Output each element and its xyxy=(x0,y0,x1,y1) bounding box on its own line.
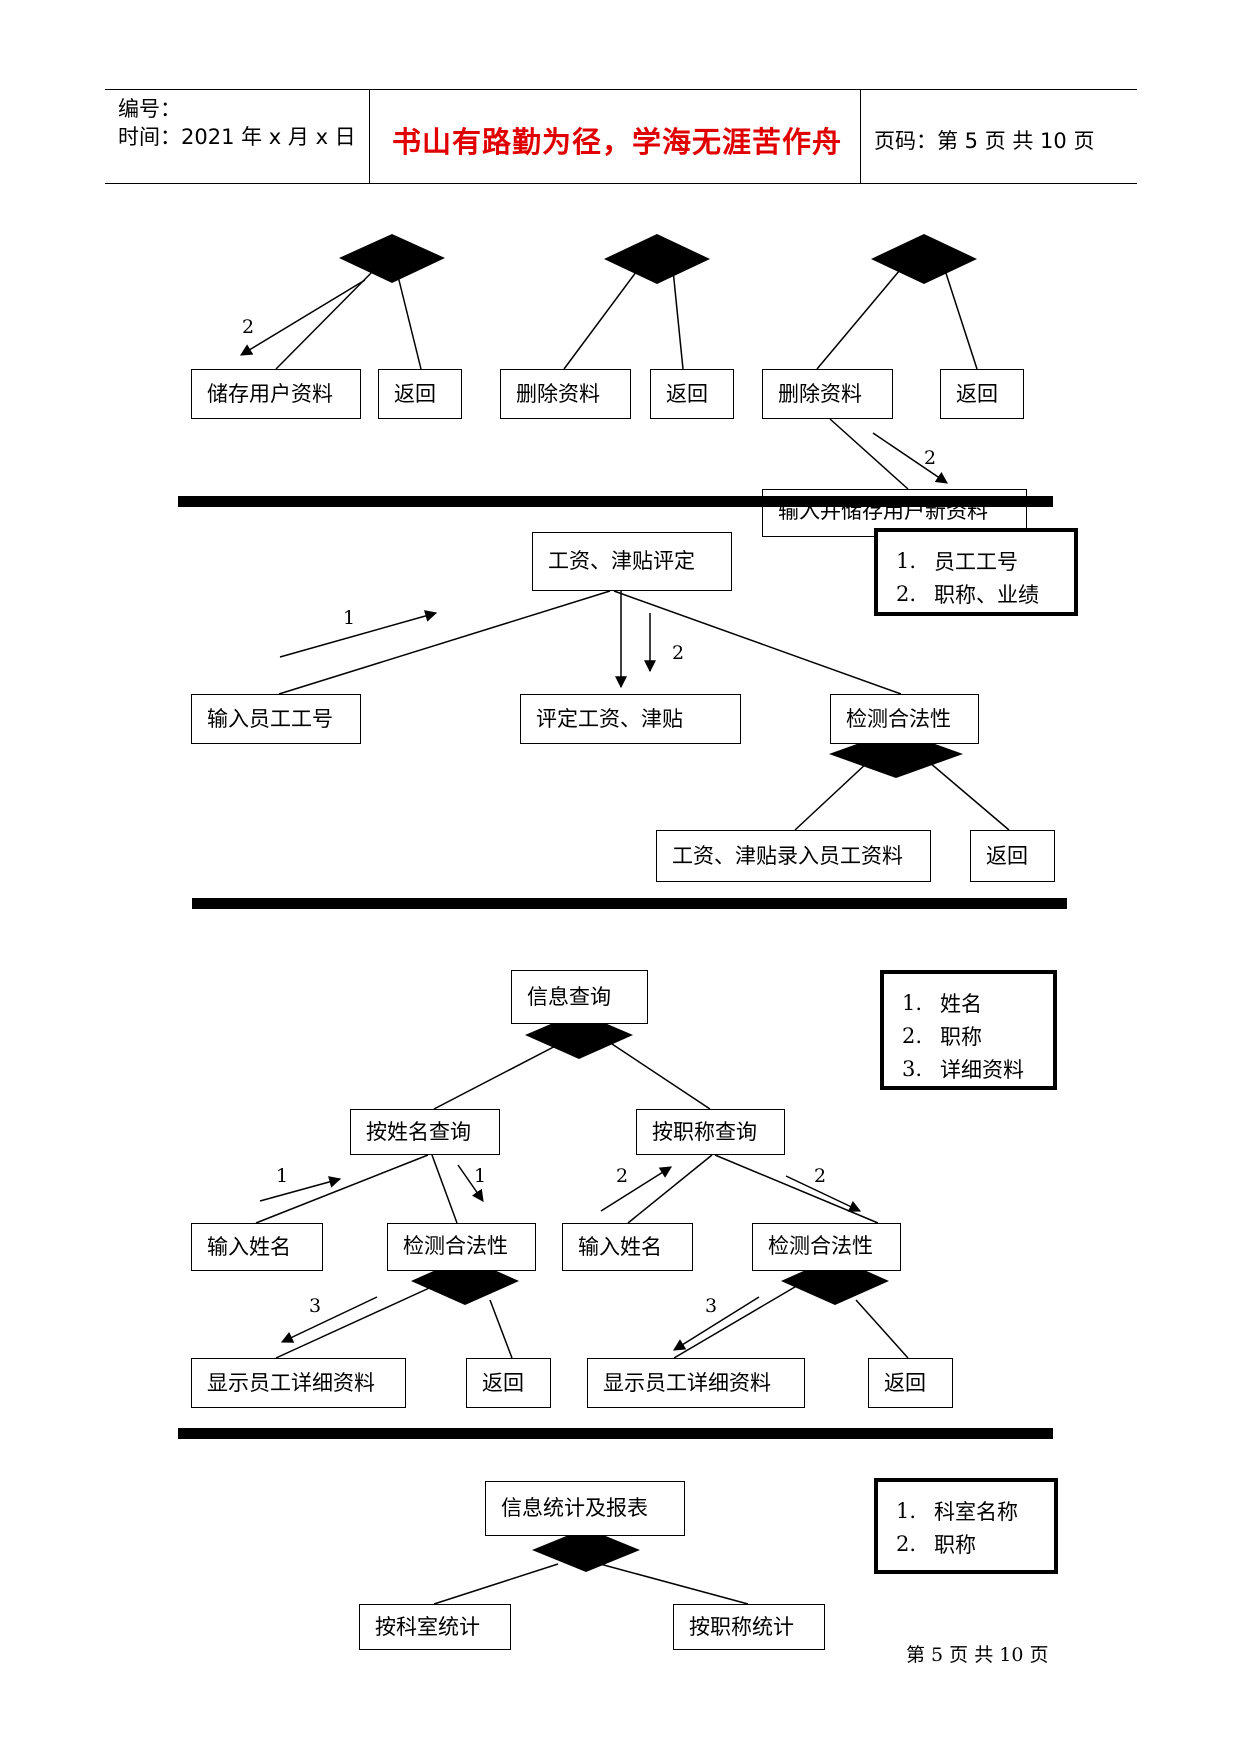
header-divider-right xyxy=(860,89,861,183)
doc-number-label: 编号： xyxy=(118,97,181,121)
box-back: 返回 xyxy=(940,369,1024,419)
header-divider-left xyxy=(369,89,370,183)
box-delete-data: 删除资料 xyxy=(762,369,893,419)
box-validity-check: 检测合法性 xyxy=(830,694,979,744)
decision-diamond xyxy=(532,1528,640,1572)
box-record-salary: 工资、津贴录入员工资料 xyxy=(656,830,931,882)
legend-item: 2.职称 xyxy=(896,1531,976,1557)
section-separator xyxy=(192,898,1067,909)
box-input-name: 输入姓名 xyxy=(562,1223,693,1271)
flow-label: 3 xyxy=(705,1295,718,1317)
flow-label: 1 xyxy=(343,607,356,629)
flow-label: 2 xyxy=(616,1165,629,1187)
header-bottom-rule xyxy=(105,183,1137,184)
box-back: 返回 xyxy=(378,369,462,419)
decision-diamond xyxy=(604,234,710,284)
box-save-user-data: 储存用户资料 xyxy=(191,369,361,419)
box-back: 返回 xyxy=(466,1358,551,1408)
box-salary-evaluation: 工资、津贴评定 xyxy=(532,532,732,591)
doc-time-label: 时间：2021 年 x 月 x 日 xyxy=(118,125,356,149)
legend-item: 1.姓名 xyxy=(902,990,982,1016)
data-legend: 1.员工工号 2.职称、业绩 xyxy=(874,528,1078,616)
box-stats-by-department: 按科室统计 xyxy=(359,1604,511,1650)
flow-label: 1 xyxy=(276,1165,289,1187)
box-stats-by-title: 按职称统计 xyxy=(673,1604,825,1650)
flow-label: 2 xyxy=(924,447,937,469)
decision-diamond xyxy=(871,234,977,284)
box-statistics-report: 信息统计及报表 xyxy=(485,1481,685,1536)
legend-item: 2.职称 xyxy=(902,1023,982,1049)
box-delete-data: 删除资料 xyxy=(500,369,631,419)
box-show-employee-detail: 显示员工详细资料 xyxy=(191,1358,406,1408)
box-back: 返回 xyxy=(970,830,1055,882)
box-show-employee-detail: 显示员工详细资料 xyxy=(587,1358,805,1408)
data-legend: 1.科室名称 2.职称 xyxy=(874,1478,1058,1574)
box-input-employee-id: 输入员工工号 xyxy=(191,694,361,744)
section-separator xyxy=(178,496,1053,507)
box-validity-check: 检测合法性 xyxy=(387,1223,536,1271)
decision-diamond xyxy=(339,234,445,283)
box-back: 返回 xyxy=(868,1358,953,1408)
box-evaluate-salary: 评定工资、津贴 xyxy=(520,694,741,744)
section-separator xyxy=(178,1428,1053,1439)
legend-item: 1.科室名称 xyxy=(896,1498,1018,1524)
flow-label: 3 xyxy=(309,1295,322,1317)
flow-label: 2 xyxy=(242,316,255,338)
box-validity-check: 检测合法性 xyxy=(752,1223,901,1271)
box-info-query: 信息查询 xyxy=(511,970,648,1024)
flow-label: 2 xyxy=(672,642,685,664)
box-query-by-title: 按职称查询 xyxy=(636,1109,785,1155)
flow-label: 2 xyxy=(814,1165,827,1187)
box-input-name: 输入姓名 xyxy=(191,1223,323,1271)
legend-item: 3.详细资料 xyxy=(902,1056,1024,1082)
box-query-by-name: 按姓名查询 xyxy=(350,1109,500,1155)
legend-item: 2.职称、业绩 xyxy=(896,581,1039,607)
flow-label: 1 xyxy=(474,1165,487,1187)
box-back: 返回 xyxy=(650,369,734,419)
page-number-label: 页码：第 5 页 共 10 页 xyxy=(874,129,1095,153)
header-top-rule xyxy=(105,89,1137,90)
data-legend: 1.姓名 2.职称 3.详细资料 xyxy=(880,970,1057,1090)
motto-text: 书山有路勤为径，学海无涯苦作舟 xyxy=(392,125,843,159)
legend-item: 1.员工工号 xyxy=(896,548,1018,574)
footer-page-number: 第 5 页 共 10 页 xyxy=(906,1644,1049,1666)
